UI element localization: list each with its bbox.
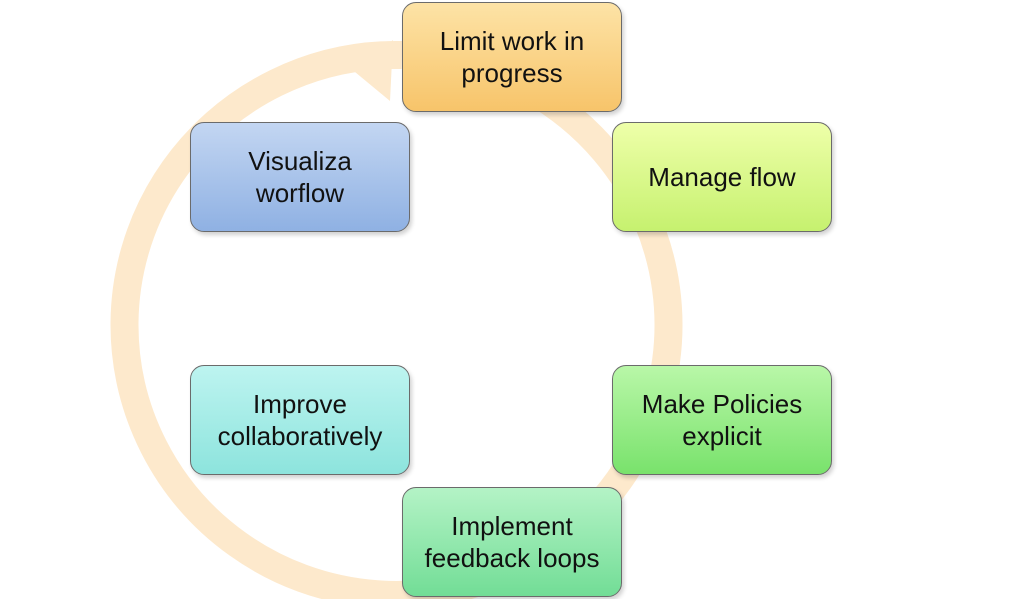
step-manage-flow: Manage flow xyxy=(612,122,832,232)
step-manage-flow-label: Manage flow xyxy=(648,161,796,192)
step-limit-wip-label: Limit work in progress xyxy=(439,25,585,89)
step-visualize-workflow: Visualiza worflow xyxy=(190,122,410,232)
step-implement-feedback-loops-label: Implement feedback loops xyxy=(424,510,600,574)
step-make-policies-explicit: Make Policies explicit xyxy=(612,365,832,475)
step-implement-feedback-loops: Implement feedback loops xyxy=(402,487,622,597)
step-improve-collaboratively: Improve collaboratively xyxy=(190,365,410,475)
step-improve-collaboratively-label: Improve collaboratively xyxy=(217,388,383,452)
step-make-policies-explicit-label: Make Policies explicit xyxy=(641,388,803,452)
cycle-arrowhead xyxy=(355,40,393,101)
step-visualize-workflow-label: Visualiza worflow xyxy=(248,145,352,209)
step-limit-wip: Limit work in progress xyxy=(402,2,622,112)
